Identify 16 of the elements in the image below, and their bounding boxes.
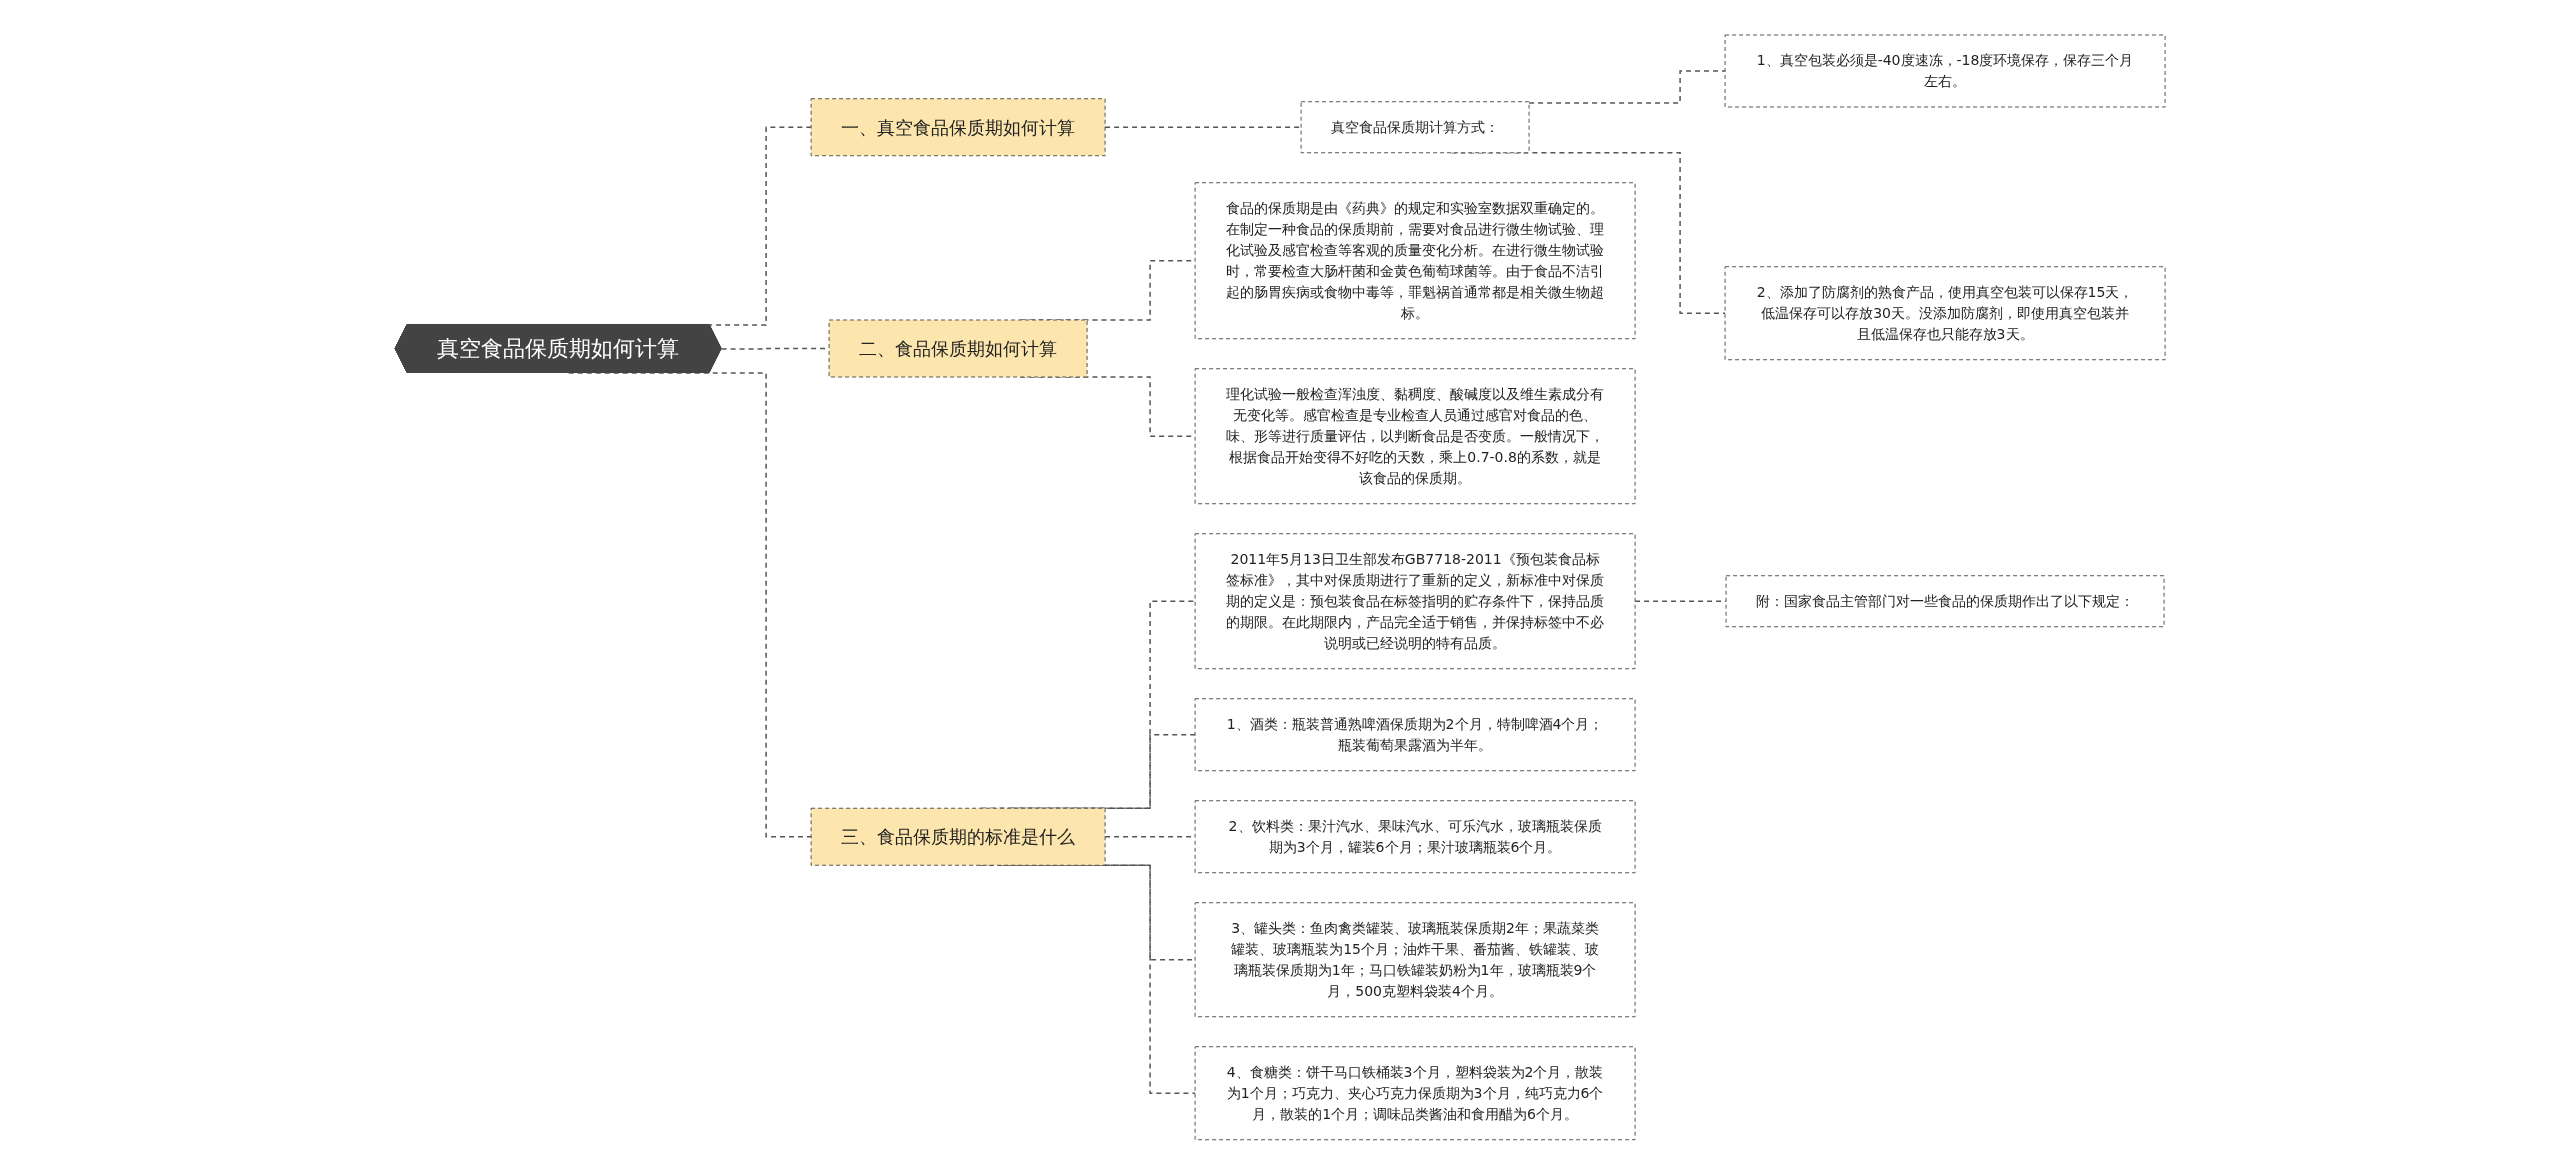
node-box: 二、食品保质期如何计算 [828,319,1088,378]
node-box: 食品的保质期是由《药典》的规定和实验室数据双重确定的。在制定一种食品的保质期前，需要对食品进行微生物试验、理化试验及感官检查等客观的质量变化分析。在进行微生物试验时，常要检查大肠杆菌和金黄色葡萄球菌等。由于食品不洁引起的肠胃疾病或食物中毒等，罪魁祸首通常都是相关微生物超标。 [1194,181,1636,339]
node-box: 2、添加了防腐剂的熟食产品，使用真空包装可以保存15天，低温保存可以存放30天。没添加防腐剂，即使用真空包装并且低温保存也只能存放3天。 [1724,265,2166,360]
node-box: 三、食品保质期的标准是什么 [810,807,1106,866]
connector [1104,126,1302,128]
node-box: 附：国家食品主管部门对一些食品的保质期作出了以下规定： [1725,574,2165,627]
node-box: 1、酒类：瓶装普通熟啤酒保质期为2个月，特制啤酒4个月；瓶装葡萄果露酒为半年。 [1194,697,1636,771]
connector [1528,69,1726,104]
node-box: 1、真空包装必须是-40度速冻，-18度环境保存，保存三个月左右。 [1724,34,2166,108]
node-box: 理化试验一般检查浑浊度、黏稠度、酸碱度以及维生素成分有无变化等。感官检查是专业检查人员通过感官对食品的色、味、形等进行质量评估，以判断食品是否变质。一般情况下，根据食品开始变得不好吃的天数，乘上0.7-0.8的系数，就是该食品的保质期。 [1194,367,1636,504]
node-box: 2、饮料类：果汁汽水、果味汽水、可乐汽水，玻璃瓶装保质期为3个月，罐装6个月；果汁玻璃瓶装6个月。 [1194,799,1636,873]
node-box: 一、真空食品保质期如何计算 [810,97,1106,156]
node-box: 真空食品保质期计算方式： [1300,100,1530,153]
node-box: 2011年5月13日卫生部发布GB7718-2011《预包装食品标签标准》，其中对保质期进行了重新的定义，新标准中对保质期的定义是：预包装食品在标签指明的贮存条件下，保持品质的期限。在此期限内，产品完全适于销售，并保持标签中不必说明或已经说明的特有品质。 [1194,532,1636,669]
node-box: 3、罐头类：鱼肉禽类罐装、玻璃瓶装保质期2年；果蔬菜类罐装、玻璃瓶装为15个月；油炸干果、番茄酱、铁罐装、玻璃瓶装保质期为1年；马口铁罐装奶粉为1年，玻璃瓶装9个月，500克塑料袋装4个月。 [1194,901,1636,1017]
node-box: 4、食糖类：饼干马口铁桶装3个月，塑料袋装为2个月，散装为1个月；巧克力、夹心巧克力保质期为3个月，纯巧克力6个月，散装的1个月；调味品类酱油和食用醋为6个月。 [1194,1045,1636,1140]
